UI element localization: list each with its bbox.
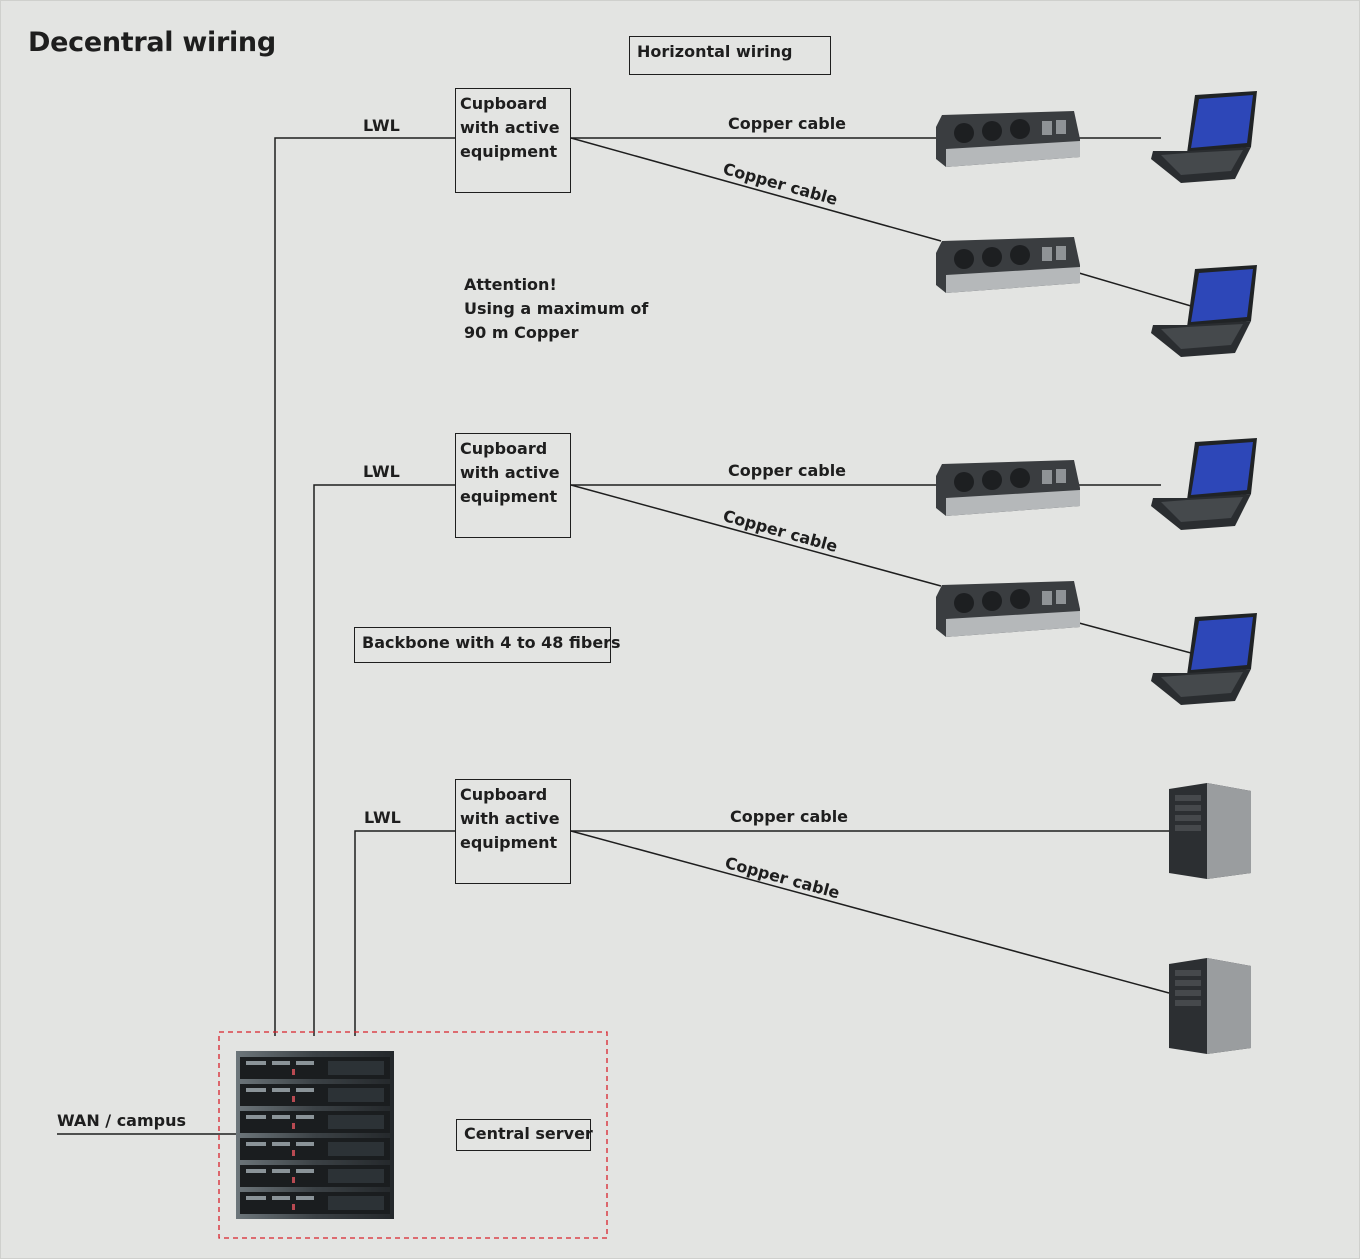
copper-cable-label: Copper cable [728, 114, 847, 133]
copper-line-2b [570, 484, 942, 587]
patch-line-2b [1078, 622, 1192, 654]
wan-campus-label: WAN / campus [57, 1111, 187, 1130]
cupboard-text-line: equipment [460, 833, 558, 852]
cupboard-box: Cupboard with active equipment [455, 88, 571, 193]
central-server-label: Central server [456, 1119, 593, 1151]
fiber-label: LWL [364, 808, 401, 827]
power-strip-icon [936, 460, 1080, 516]
page-title: Decentral wiring [28, 27, 276, 58]
copper-cable-label: Copper cable [728, 461, 847, 480]
power-strip-icon [936, 237, 1080, 293]
cupboard-text-line: equipment [460, 142, 558, 161]
cupboard-text-line: Cupboard [460, 785, 548, 804]
copper-cable-label: Copper cable [730, 807, 849, 826]
cupboard-text-line: Cupboard [460, 94, 548, 113]
fiber-label: LWL [363, 116, 400, 135]
tower-pc-icon [1169, 958, 1251, 1054]
central-server-frame [218, 1031, 608, 1239]
power-strip-icon [936, 111, 1080, 167]
laptop-icon [1151, 438, 1257, 530]
copper-line-3b [570, 830, 1170, 994]
attention-heading: Attention! [464, 275, 557, 294]
attention-text-line: 90 m Copper [464, 323, 579, 342]
cupboard-text-line: with active [460, 809, 560, 828]
cupboard-text-line: with active [460, 118, 560, 137]
laptop-icon [1151, 613, 1257, 705]
cupboard-text-line: with active [460, 463, 560, 482]
laptop-icon [1151, 265, 1257, 357]
fiber-line-3 [354, 830, 456, 1036]
horizontal-wiring-label: Horizontal wiring [629, 36, 831, 75]
attention-note: Attention! Using a maximum of 90 m Coppe… [464, 273, 648, 345]
cupboard-text-line: equipment [460, 487, 558, 506]
cupboard-box: Cupboard with active equipment [455, 779, 571, 884]
backbone-label: Backbone with 4 to 48 fibers [354, 627, 621, 663]
fiber-label: LWL [363, 462, 400, 481]
cupboard-box: Cupboard with active equipment [455, 433, 571, 538]
copper-line-1b [570, 137, 942, 242]
fiber-line-2 [313, 484, 456, 1036]
cupboard-text-line: Cupboard [460, 439, 548, 458]
patch-line-1b [1078, 272, 1192, 307]
power-strip-icon [936, 581, 1080, 637]
server-rack-icon [236, 1051, 394, 1219]
attention-text-line: Using a maximum of [464, 299, 649, 318]
laptop-icon [1151, 91, 1257, 183]
fiber-line-1 [274, 137, 456, 1036]
tower-pc-icon [1169, 783, 1251, 879]
